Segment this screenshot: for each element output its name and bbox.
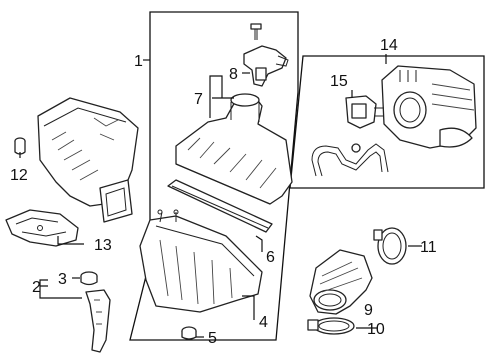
- filter-element-6: [167, 179, 273, 233]
- callout-15: 15: [330, 73, 348, 90]
- sensor-8: [243, 45, 289, 87]
- clip-5: [181, 326, 197, 340]
- callout-1: 1: [134, 53, 143, 70]
- callout-10: 10: [367, 321, 385, 338]
- intake-hose-9: [309, 249, 373, 315]
- cap-3: [80, 271, 98, 286]
- air-guide-13: [5, 209, 79, 247]
- screw: [250, 23, 262, 40]
- vacuum-hose: [311, 143, 389, 177]
- callout-8: 8: [229, 66, 238, 83]
- inlet-assembly-14: [381, 65, 477, 149]
- assembly-14-frame: [289, 55, 485, 189]
- callout-11: 11: [420, 239, 437, 256]
- air-inlet-duct: [37, 97, 139, 223]
- cleaner-case-4: [139, 209, 263, 313]
- valve-15: [345, 95, 384, 129]
- leader-lines: [19, 54, 422, 338]
- callout-12: 12: [10, 167, 28, 184]
- clamp-11: [373, 227, 407, 265]
- callout-5: 5: [208, 330, 217, 347]
- callout-13: 13: [94, 237, 112, 254]
- bracket-2: [85, 289, 111, 353]
- clamp-10: [307, 317, 355, 335]
- callout-3: 3: [58, 271, 67, 288]
- callout-9: 9: [364, 302, 373, 319]
- callout-4: 4: [259, 314, 268, 331]
- callout-7: 7: [194, 91, 203, 108]
- callout-2: 2: [32, 279, 41, 296]
- callout-6: 6: [266, 249, 275, 266]
- grommet-12: [14, 137, 26, 155]
- callout-14: 14: [380, 37, 398, 54]
- cleaner-cover-7: [175, 93, 293, 205]
